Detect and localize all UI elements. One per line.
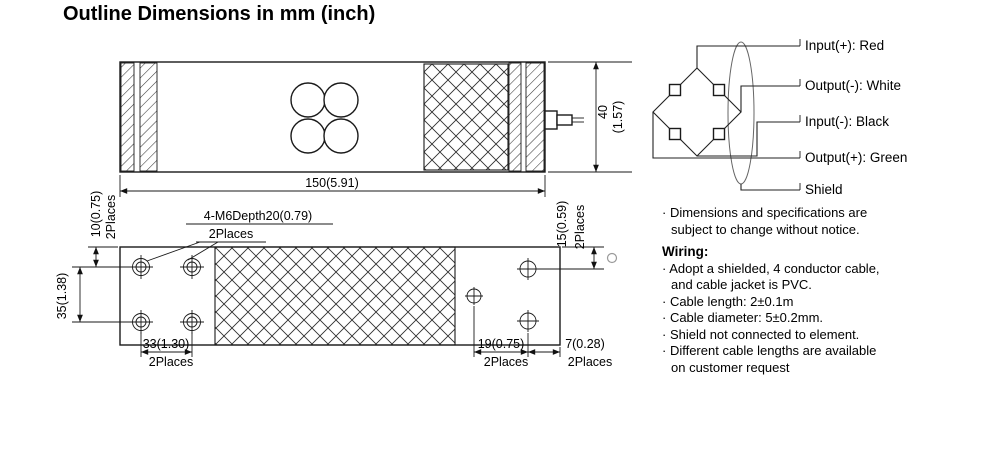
label-input-neg: Input(-): Black [805,114,889,129]
dim-hole-span-places: 2Places [149,355,193,369]
wiring-item4: · Shield not connected to element. [662,326,860,342]
right-clamp-hatch [508,62,522,172]
dim-right-offset-places: 2Places [573,205,587,249]
strain-gauge-icons [668,83,726,141]
wire-shield [740,184,800,191]
callout-text: 4-M6Depth20(0.79) [204,209,312,223]
callout-places: 2Places [209,227,253,241]
dim-length-label: 150(5.91) [305,176,359,190]
bridge-diagram: Input(+): Red Output(-): White Input(-):… [652,38,907,197]
left-clamp-hatch [120,62,135,172]
dim-height-mm-label: 40 [596,105,610,119]
plan-view-drawing: 4-M6Depth20(0.79) 2Places 10(0.75) 2Plac… [55,191,612,369]
wiring-item3: · Cable diameter: 5±0.2mm. [662,310,824,325]
wiring-item2: · Cable length: 2±0.1m [662,293,794,309]
wire-input-neg [697,121,800,157]
wiring-item5-line1: · Different cable lengths are available [662,343,877,358]
wiring-item5-line2: on customer request [671,359,790,375]
side-crosshatch-block [423,63,509,171]
note-general-line2: subject to change without notice. [671,221,860,237]
dim-right-hole-label: 19(0.75) [478,337,525,351]
cable-ellipse [727,41,755,185]
plan-crosshatch-block [214,246,456,346]
mounting-holes-left [129,255,204,334]
dim-edge-places: 2Places [568,355,612,369]
wire-output-pos [652,112,800,159]
label-shield: Shield [805,182,843,197]
label-input-pos: Input(+): Red [805,38,884,53]
dim-height-inch-label: (1.57) [611,101,625,134]
dim-top-offset-places: 2Places [104,195,118,239]
label-output-neg: Output(-): White [805,78,901,93]
page-title: Outline Dimensions in mm (inch) [63,3,376,25]
note-general-line1: · Dimensions and specifications are [662,205,868,220]
dim-hole-span-label: 33(1.30) [143,337,190,351]
dim-row-spacing-label: 35(1.38) [55,273,69,320]
wire-input-pos [696,45,800,68]
dim-right-offset-label: 15(0.59) [555,201,569,248]
cable-stub [544,110,584,130]
wiring-item1-line1: · Adopt a shielded, 4 conductor cable, [662,260,880,276]
wire-output-neg [740,85,800,112]
dim-right-hole-places: 2Places [484,355,528,369]
label-output-pos: Output(+): Green [805,150,907,165]
wiring-heading: Wiring: [662,244,709,259]
left-clamp-hatch [139,62,158,172]
wiring-item1-line2: and cable jacket is PVC. [671,277,812,292]
side-view-drawing: 150(5.91) 40 (1.57) [119,61,632,197]
flexure-holes [290,82,359,154]
dim-edge-label: 7(0.28) [565,337,605,351]
notes-section: · Dimensions and specifications are subj… [662,205,988,376]
dim-top-offset-label: 10(0.75) [89,191,103,238]
hole-callout: 4-M6Depth20(0.79) 2Places [146,209,333,262]
holes-right [465,258,539,332]
right-clamp-hatch [525,62,545,172]
small-circle-mark [606,252,618,264]
